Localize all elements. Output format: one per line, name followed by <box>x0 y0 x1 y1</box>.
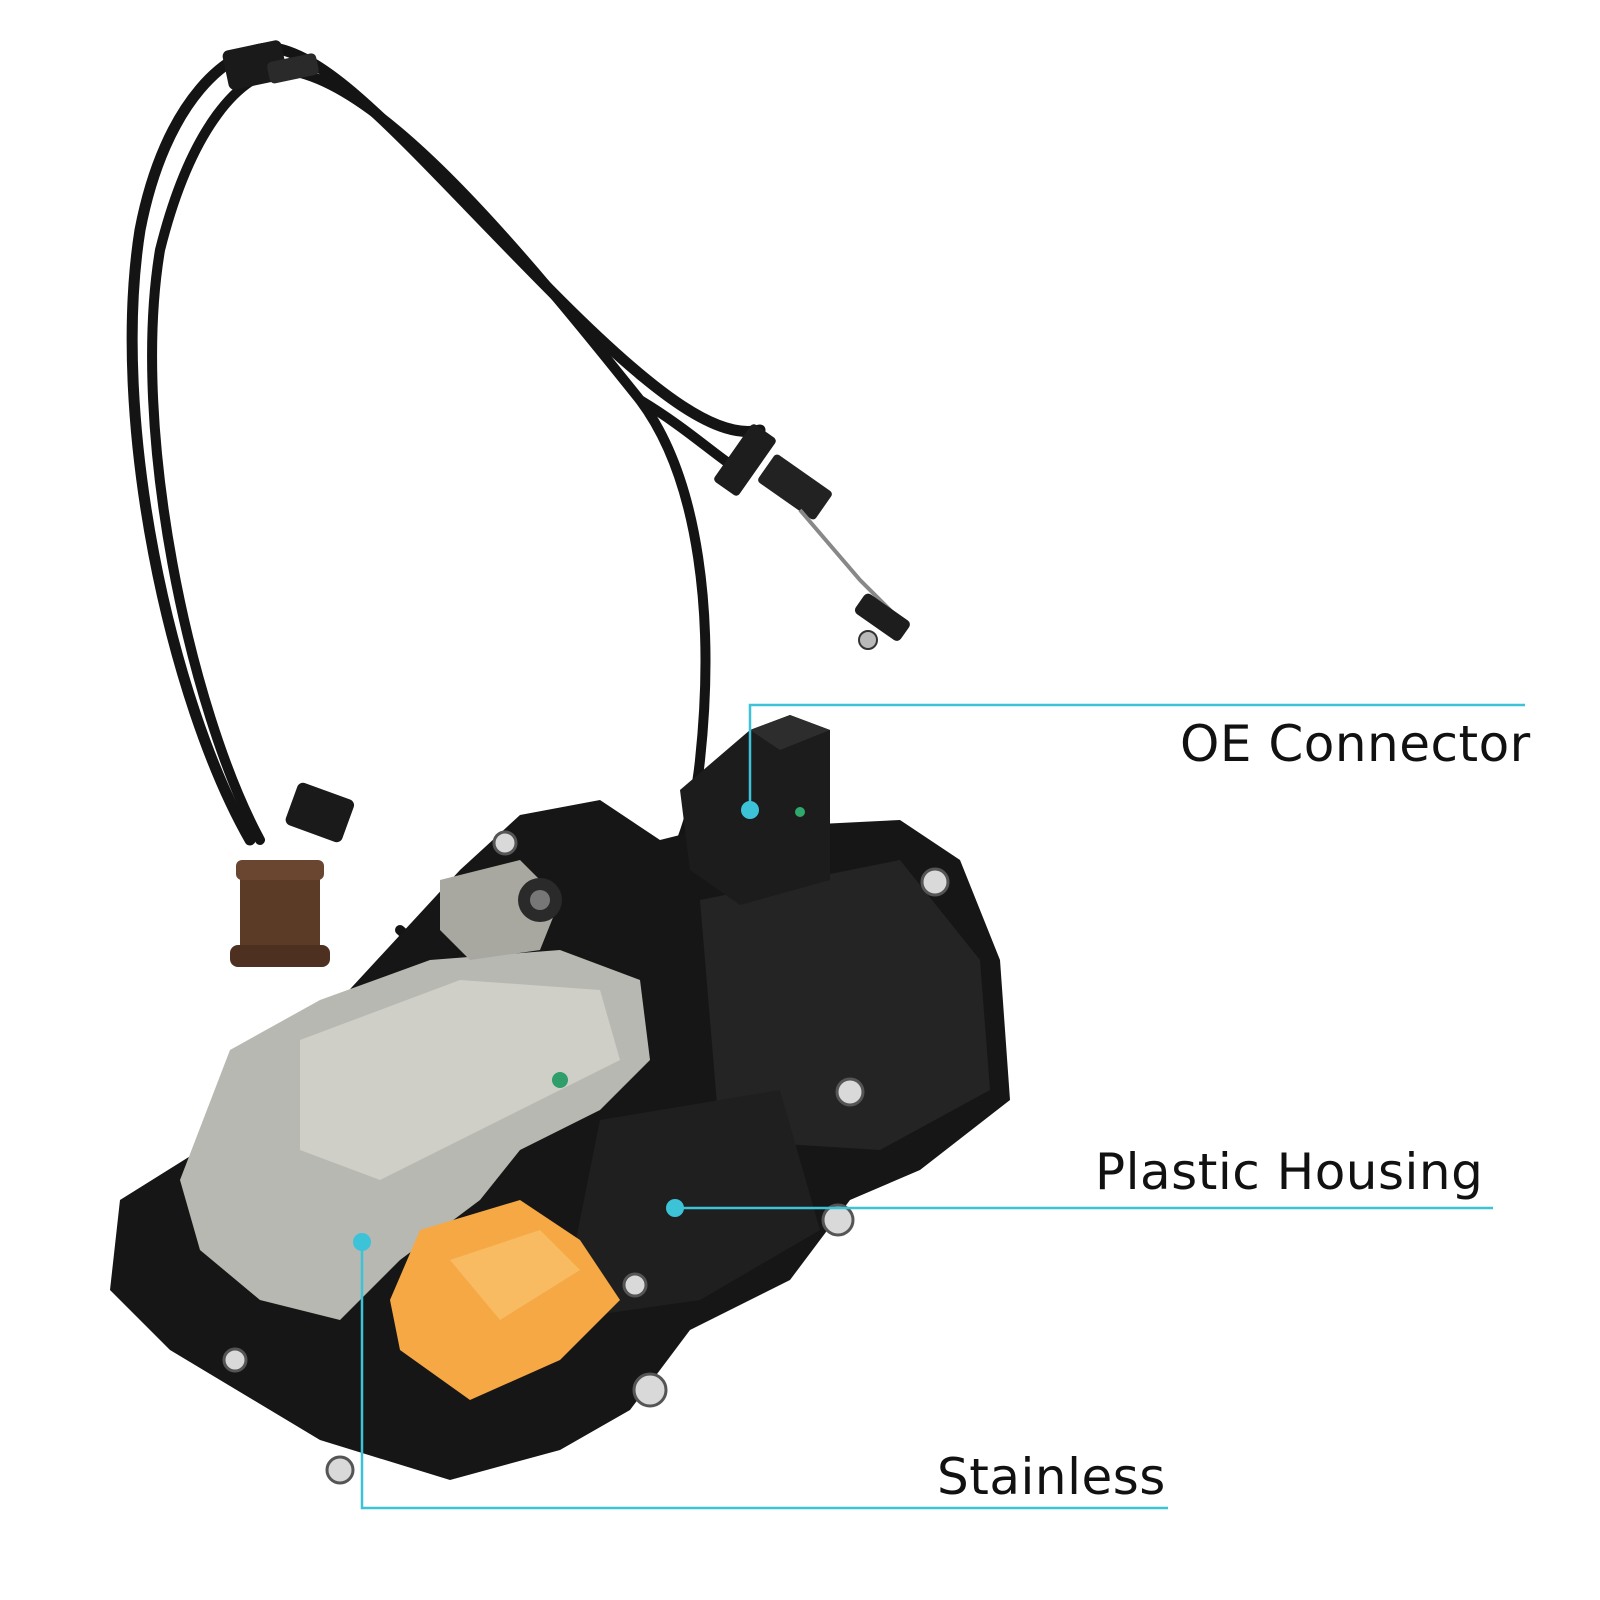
oe-connector-label: OE Connector <box>1180 715 1531 773</box>
plastic-housing-dot <box>666 1199 684 1217</box>
plastic-housing-label: Plastic Housing <box>1095 1143 1484 1201</box>
oe-connector-leader <box>748 703 1525 810</box>
stainless-dot <box>353 1233 371 1251</box>
callout-leaders <box>360 703 1525 1510</box>
cable-clip <box>222 40 319 90</box>
stainless-leader <box>360 1242 1168 1510</box>
cable-end-fitting <box>714 424 910 650</box>
stainless-plate-shape <box>180 860 650 1320</box>
cable-grommet <box>230 782 355 967</box>
control-cable <box>126 42 766 970</box>
housing-screws <box>222 830 950 1485</box>
orange-wire-clip <box>390 1200 620 1400</box>
stainless-label: Stainless <box>937 1448 1166 1506</box>
callout-dots <box>353 801 759 1251</box>
oe-connector-dot <box>741 801 759 819</box>
